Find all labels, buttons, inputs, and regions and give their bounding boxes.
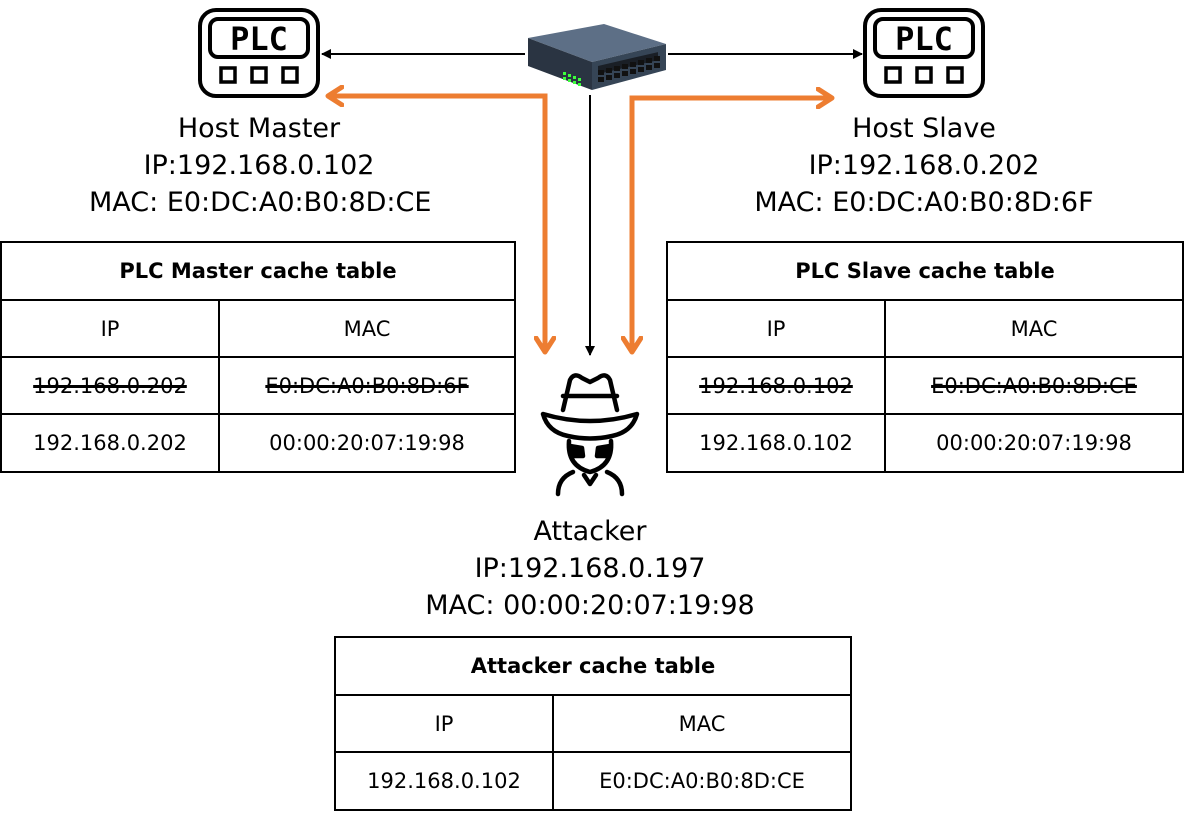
plc-master-label: PLC: [230, 20, 288, 58]
attacker-mac: MAC: 00:00:20:07:19:98: [425, 590, 755, 621]
table-title: PLC Master cache table: [0, 241, 516, 301]
cell-ip-struck: 192.168.0.102: [666, 356, 886, 415]
spoof-arrow-to-slave: [629, 98, 830, 110]
cell-mac-struck: E0:DC:A0:B0:8D:6F: [218, 356, 516, 415]
attacker-label: Attacker IP:192.168.0.197 MAC: 00:00:20:…: [420, 513, 760, 624]
cell-ip: 192.168.0.202: [0, 413, 220, 473]
attacker-name: Attacker: [533, 516, 647, 547]
column-header-mac: MAC: [552, 694, 852, 753]
cell-ip-struck: 192.168.0.202: [0, 356, 220, 415]
plc-slave-cache-table: PLC Slave cache table IP MAC 192.168.0.1…: [666, 241, 1184, 473]
column-header-mac: MAC: [884, 299, 1184, 358]
plc-slave-icon: PLC: [863, 8, 985, 98]
host-slave-label: Host Slave IP:192.168.0.202 MAC: E0:DC:A…: [754, 110, 1094, 221]
host-slave-name: Host Slave: [852, 113, 996, 144]
plc-master-icon: PLC: [198, 8, 320, 98]
spy-icon: [540, 373, 640, 497]
host-master-ip: IP:192.168.0.102: [143, 150, 375, 181]
plc-slave-label: PLC: [895, 20, 953, 58]
column-header-ip: IP: [0, 299, 220, 358]
attacker-ip: IP:192.168.0.197: [474, 553, 706, 584]
table-row: 192.168.0.102 E0:DC:A0:B0:8D:CE: [666, 356, 1184, 415]
switch-port-leds: [563, 72, 581, 86]
plc-master-cache-table: PLC Master cache table IP MAC 192.168.0.…: [0, 241, 516, 473]
host-slave-mac: MAC: E0:DC:A0:B0:8D:6F: [754, 187, 1094, 218]
cell-ip: 192.168.0.102: [334, 751, 554, 811]
cell-mac: 00:00:20:07:19:98: [218, 413, 516, 473]
table-row: 192.168.0.202 E0:DC:A0:B0:8D:6F: [0, 356, 516, 415]
column-header-ip: IP: [334, 694, 554, 753]
spoof-arrow-to-master: [330, 96, 548, 110]
table-title: PLC Slave cache table: [666, 241, 1184, 301]
table-row: 192.168.0.102 00:00:20:07:19:98: [666, 413, 1184, 473]
host-master-label: Host Master IP:192.168.0.102 MAC: E0:DC:…: [89, 110, 432, 221]
cell-mac: E0:DC:A0:B0:8D:CE: [552, 751, 852, 811]
table-row: 192.168.0.102 E0:DC:A0:B0:8D:CE: [334, 751, 852, 811]
host-master-mac: MAC: E0:DC:A0:B0:8D:CE: [89, 187, 432, 218]
column-header-mac: MAC: [218, 299, 516, 358]
attacker-cache-table: Attacker cache table IP MAC 192.168.0.10…: [334, 636, 852, 811]
cell-ip: 192.168.0.102: [666, 413, 886, 473]
cell-mac: 00:00:20:07:19:98: [884, 413, 1184, 473]
column-header-ip: IP: [666, 299, 886, 358]
table-row: 192.168.0.202 00:00:20:07:19:98: [0, 413, 516, 473]
network-switch-icon: [528, 24, 666, 90]
table-title: Attacker cache table: [334, 636, 852, 696]
host-slave-ip: IP:192.168.0.202: [808, 150, 1040, 181]
cell-mac-struck: E0:DC:A0:B0:8D:CE: [884, 356, 1184, 415]
host-master-name: Host Master: [177, 113, 341, 144]
